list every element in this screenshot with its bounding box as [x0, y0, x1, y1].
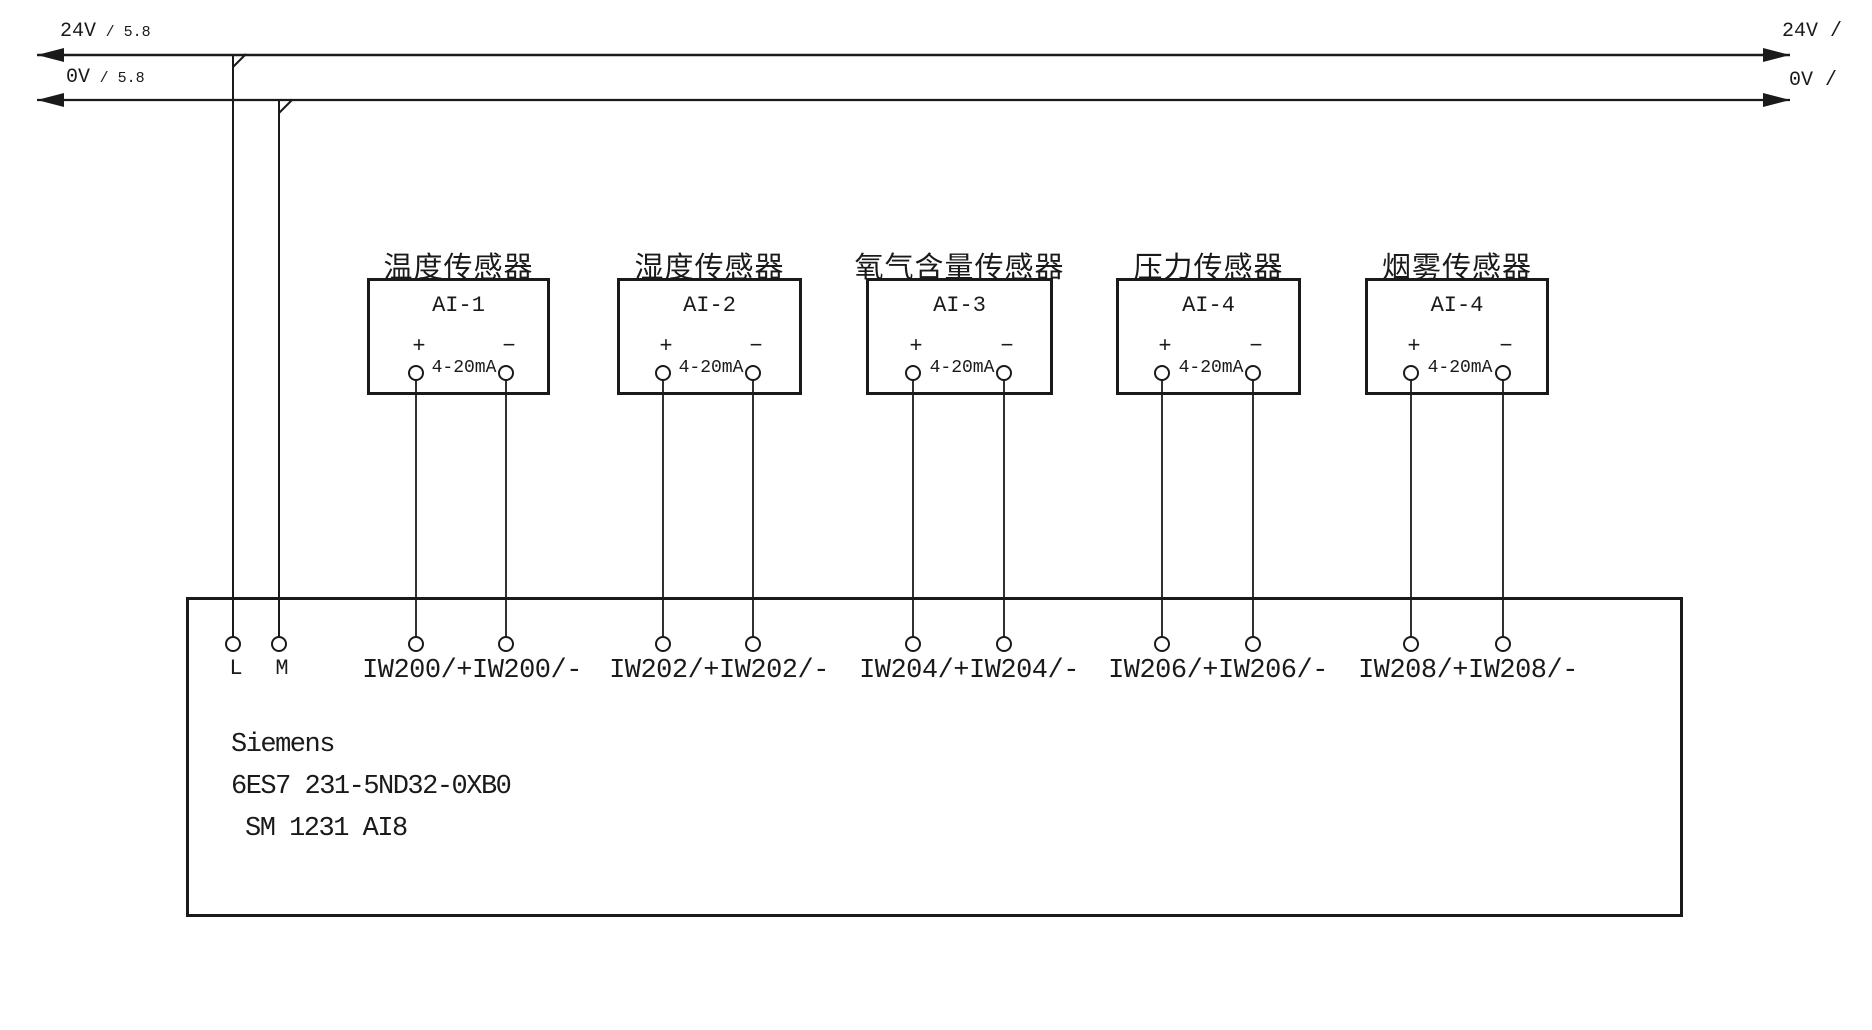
terminal-minus-label: − — [1000, 334, 1014, 359]
sensor-box-pressure: 压力传感器 AI-4 + − 4-20mA — [1116, 252, 1301, 395]
terminal-circle — [996, 365, 1012, 381]
sensor-channel-label: AI-3 — [933, 293, 986, 318]
terminal-circle — [655, 365, 671, 381]
rail-0v-name: 0V — [66, 66, 91, 89]
signal-range-label: 4-20mA — [431, 358, 497, 378]
plc-module-box: L M IW200/+IW200/- IW202/+IW202/- IW204/… — [186, 597, 1683, 917]
sensor-box-oxygen: 氧气含量传感器 AI-3 + − 4-20mA — [854, 252, 1064, 395]
terminal-plus-label: + — [659, 334, 673, 359]
rail-24v-ref: / 5.8 — [105, 24, 151, 41]
sensor-title: 烟雾传感器 — [1381, 252, 1533, 284]
plc-terminal-label-l: L — [229, 656, 243, 681]
rail-24v-arrow-right-icon — [1763, 48, 1790, 62]
sensor-title: 压力传感器 — [1133, 252, 1284, 284]
terminal-circle — [1154, 365, 1170, 381]
terminal-circle — [655, 636, 671, 652]
terminal-circle-m — [271, 636, 287, 652]
terminal-circle — [408, 365, 424, 381]
rail-24v-name: 24V — [60, 20, 97, 43]
rail-24v-label-left: 24V / 5.8 — [60, 21, 151, 43]
terminal-circle — [1154, 636, 1170, 652]
plc-channel-label-iw204: IW204/+IW204/- — [859, 656, 1079, 686]
terminal-circle — [1245, 365, 1261, 381]
plc-channel-label-iw202: IW202/+IW202/- — [609, 656, 829, 686]
rail-0v-label-left: 0V / 5.8 — [66, 67, 145, 89]
terminal-circle — [745, 365, 761, 381]
terminal-circle — [408, 636, 424, 652]
terminal-circle — [498, 365, 514, 381]
sensor-box-temperature: 温度传感器 AI-1 + − 4-20mA — [367, 252, 550, 395]
plc-terminal-label-m: M — [275, 656, 289, 681]
sensor-channel-label: AI-1 — [432, 293, 485, 318]
signal-range-label: 4-20mA — [1178, 358, 1244, 378]
terminal-circle — [996, 636, 1012, 652]
plc-channel-label-iw206: IW206/+IW206/- — [1108, 656, 1328, 686]
terminal-plus-label: + — [1158, 334, 1172, 359]
sensor-channel-label: AI-4 — [1182, 293, 1235, 318]
terminal-circle — [1403, 365, 1419, 381]
plc-channel-label-iw208: IW208/+IW208/- — [1358, 656, 1578, 686]
terminal-minus-label: − — [502, 334, 516, 359]
branch-tick-0v-icon — [278, 99, 293, 114]
terminal-plus-label: + — [412, 334, 426, 359]
terminal-circle — [1403, 636, 1419, 652]
rail-24v-arrow-left-icon — [37, 48, 64, 62]
terminal-circle — [498, 636, 514, 652]
terminal-circle — [1495, 365, 1511, 381]
branch-tick-24v-icon — [232, 53, 247, 68]
plc-brand: Siemens — [231, 730, 335, 760]
rail-0v-arrow-right-icon — [1763, 93, 1790, 107]
sensor-title: 湿度传感器 — [634, 252, 785, 284]
sensor-channel-label: AI-4 — [1430, 293, 1484, 318]
rail-0v-arrow-left-icon — [37, 93, 64, 107]
terminal-plus-label: + — [1407, 334, 1421, 359]
sensor-box-humidity: 湿度传感器 AI-2 + − 4-20mA — [617, 252, 802, 395]
sensor-box-smoke: 烟雾传感器 AI-4 + − 4-20mA — [1365, 252, 1549, 395]
terminal-plus-label: + — [909, 334, 923, 359]
terminal-minus-label: − — [749, 334, 763, 359]
rail-0v-ref: / 5.8 — [99, 70, 145, 87]
terminal-circle — [745, 636, 761, 652]
plc-channel-label-iw200: IW200/+IW200/- — [362, 656, 582, 686]
signal-range-label: 4-20mA — [678, 358, 744, 378]
terminal-minus-label: − — [1249, 334, 1263, 359]
terminal-circle-l — [225, 636, 241, 652]
terminal-circle — [1495, 636, 1511, 652]
terminal-circle — [905, 636, 921, 652]
sensor-title: 温度传感器 — [383, 252, 534, 284]
terminal-circle — [905, 365, 921, 381]
signal-range-label: 4-20mA — [1427, 358, 1493, 378]
sensor-channel-label: AI-2 — [683, 293, 736, 318]
rail-0v-label-right: 0V / — [1789, 69, 1838, 92]
rail-24v-label-right: 24V / — [1782, 20, 1843, 43]
plc-module-name: SM 1231 AI8 — [245, 814, 408, 844]
terminal-minus-label: − — [1499, 334, 1513, 359]
signal-range-label: 4-20mA — [929, 358, 995, 378]
sensor-title: 氧气含量传感器 — [854, 252, 1065, 284]
plc-part-number: 6ES7 231-5ND32-0XB0 — [231, 772, 512, 802]
terminal-circle — [1245, 636, 1261, 652]
